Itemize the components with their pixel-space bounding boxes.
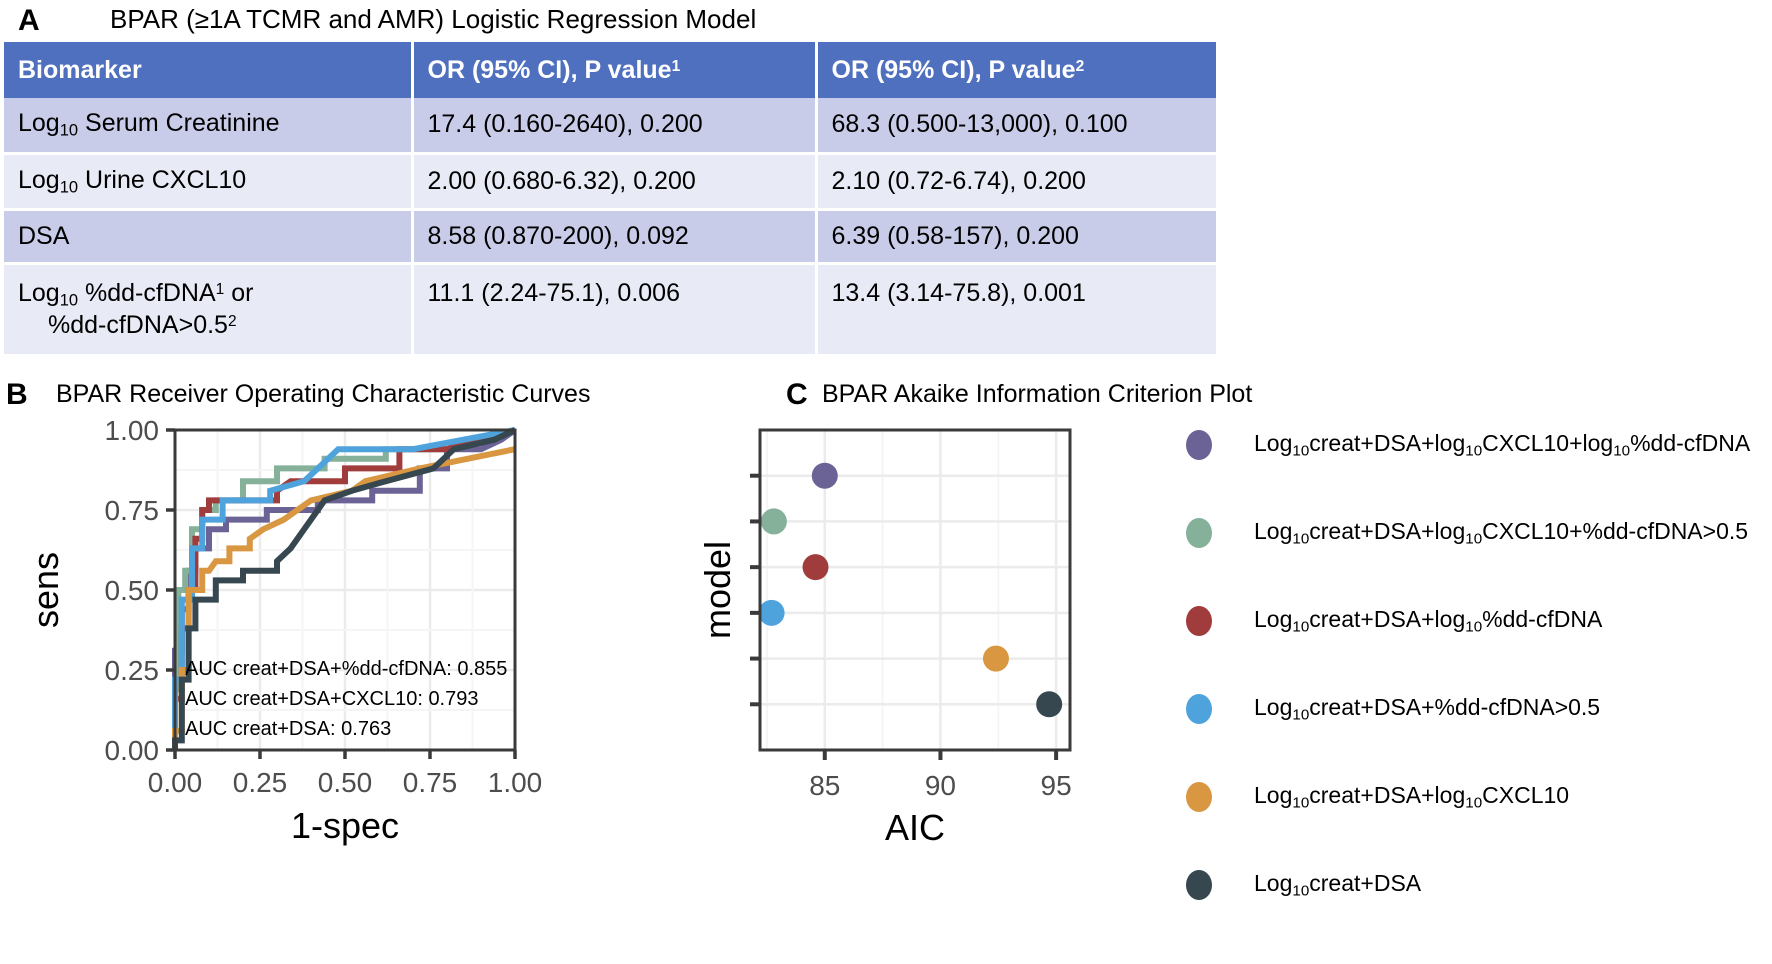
panel-b-letter: B — [6, 378, 28, 411]
legend-item-label: Log10creat+DSA+%dd-cfDNA>0.5 — [1254, 694, 1601, 724]
table-row: Log10 Serum Creatinine 17.4 (0.160-2640)… — [4, 98, 1216, 155]
y-tick-label: 0.75 — [105, 495, 160, 526]
table-row: Log10 %dd-cfDNA1 or %dd-cfDNA>0.52 11.1 … — [4, 263, 1216, 358]
cell-or-1: 11.1 (2.24-75.1), 0.006 — [412, 263, 818, 358]
column-header-biomarker: Biomarker — [4, 42, 414, 98]
legend-item[interactable]: Log10creat+DSA+log10CXCL10 — [1186, 782, 1569, 812]
legend-item-label: Log10creat+DSA — [1254, 870, 1422, 900]
legend-color-dot — [1186, 430, 1212, 460]
cell-or-1: 2.00 (0.680-6.32), 0.200 — [412, 153, 818, 212]
roc-svg: 0.00 0.25 0.50 0.75 1.00 0.00 0.25 0.50 0.75 1.00… — [25, 415, 543, 846]
x-tick-label: 95 — [1041, 770, 1072, 801]
table-row: DSA 8.58 (0.870-200), 0.092 6.39 (0.58-1… — [4, 209, 1216, 266]
y-axis-title: sens — [25, 552, 66, 628]
aic-point — [760, 508, 787, 535]
legend-item-label: Log10creat+DSA+log10CXCL10+%dd-cfDNA>0.5 — [1254, 518, 1749, 548]
model-legend: Log10creat+DSA+log10CXCL10+log10%dd-cfDN… — [1186, 430, 1772, 930]
x-tick-label: 0.00 — [148, 767, 203, 798]
legend-color-dot — [1186, 870, 1212, 900]
x-tick-label: 0.75 — [403, 767, 458, 798]
x-tick-label: 90 — [925, 770, 956, 801]
panel-b-title: BPAR Receiver Operating Characteristic C… — [56, 380, 591, 408]
aic-point — [1036, 691, 1063, 718]
panel-a-letter: A — [18, 4, 40, 37]
cell-or-1: 17.4 (0.160-2640), 0.200 — [412, 98, 818, 155]
x-axis-title: AIC — [885, 807, 945, 848]
cell-biomarker: Log10 Serum Creatinine — [4, 98, 414, 155]
cell-or-2: 13.4 (3.14-75.8), 0.001 — [816, 263, 1216, 358]
auc-annotation: AUC creat+DSA: 0.763 — [185, 718, 391, 740]
roc-curve — [172, 427, 516, 750]
aic-plot-border — [758, 428, 1072, 752]
auc-annotation: AUC creat+DSA+CXCL10: 0.793 — [185, 688, 479, 710]
aic-point — [802, 554, 829, 581]
legend-color-dot — [1186, 518, 1212, 548]
aic-point — [982, 645, 1009, 672]
y-tick-label: 0.25 — [105, 655, 160, 686]
panel-a-title: BPAR (≥1A TCMR and AMR) Logistic Regress… — [110, 4, 757, 34]
cell-or-2: 2.10 (0.72-6.74), 0.200 — [816, 153, 1216, 212]
roc-curve — [172, 427, 516, 750]
cell-or-2: 68.3 (0.500-13,000), 0.100 — [816, 98, 1216, 155]
legend-color-dot — [1186, 694, 1212, 724]
table-header-row: Biomarker OR (95% CI), P value1 OR (95% … — [4, 42, 1216, 98]
x-tick-label: 1.00 — [488, 767, 543, 798]
panel-c-title: BPAR Akaike Information Criterion Plot — [822, 380, 1253, 408]
roc-curve — [172, 427, 517, 750]
column-header-or-1: OR (95% CI), P value1 — [412, 42, 818, 98]
column-header-or-2: OR (95% CI), P value2 — [816, 42, 1216, 98]
legend-item-label: Log10creat+DSA+log10%dd-cfDNA — [1254, 606, 1603, 636]
panel-a: A BPAR (≥1A TCMR and AMR) Logistic Regre… — [0, 0, 1220, 370]
aic-point — [758, 599, 785, 626]
legend-item[interactable]: Log10creat+DSA+%dd-cfDNA>0.5 — [1186, 694, 1600, 724]
auc-annotation: AUC creat+DSA+%dd-cfDNA: 0.855 — [185, 658, 507, 680]
panel-c-letter: C — [786, 378, 808, 411]
legend-item[interactable]: Log10creat+DSA+log10CXCL10+%dd-cfDNA>0.5 — [1186, 518, 1748, 548]
table-row: Log10 Urine CXCL10 2.00 (0.680-6.32), 0.… — [4, 153, 1216, 212]
y-tick-label: 0.50 — [105, 575, 160, 606]
cell-biomarker: DSA — [4, 209, 414, 266]
cell-biomarker: Log10 %dd-cfDNA1 or %dd-cfDNA>0.52 — [4, 263, 414, 358]
legend-item-label: Log10creat+DSA+log10CXCL10+log10%dd-cfDN… — [1254, 430, 1751, 460]
legend-color-dot — [1186, 782, 1212, 812]
x-tick-label: 0.50 — [318, 767, 373, 798]
legend-item-label: Log10creat+DSA+log10CXCL10 — [1254, 782, 1570, 812]
x-tick-label: 0.25 — [233, 767, 288, 798]
y-tick-label: 0.00 — [105, 735, 160, 766]
aic-plot-area — [760, 430, 1070, 750]
y-axis-title: model — [700, 541, 738, 639]
cell-biomarker: Log10 Urine CXCL10 — [4, 153, 414, 212]
cell-or-2: 6.39 (0.58-157), 0.200 — [816, 209, 1216, 266]
roc-plot: 0.00 0.25 0.50 0.75 1.00 0.00 0.25 0.50 0.75 1.00… — [0, 415, 640, 918]
logistic-regression-table: Biomarker OR (95% CI), P value1 OR (95% … — [4, 42, 1216, 358]
legend-item[interactable]: Log10creat+DSA+log10CXCL10+log10%dd-cfDN… — [1186, 430, 1750, 460]
x-tick-label: 85 — [809, 770, 840, 801]
x-axis-title: 1-spec — [291, 805, 399, 846]
y-tick-label: 1.00 — [105, 418, 160, 446]
legend-item[interactable]: Log10creat+DSA+log10%dd-cfDNA — [1186, 606, 1602, 636]
cell-or-1: 8.58 (0.870-200), 0.092 — [412, 209, 818, 266]
legend-color-dot — [1186, 606, 1212, 636]
aic-point — [811, 462, 838, 489]
legend-item[interactable]: Log10creat+DSA — [1186, 870, 1421, 900]
